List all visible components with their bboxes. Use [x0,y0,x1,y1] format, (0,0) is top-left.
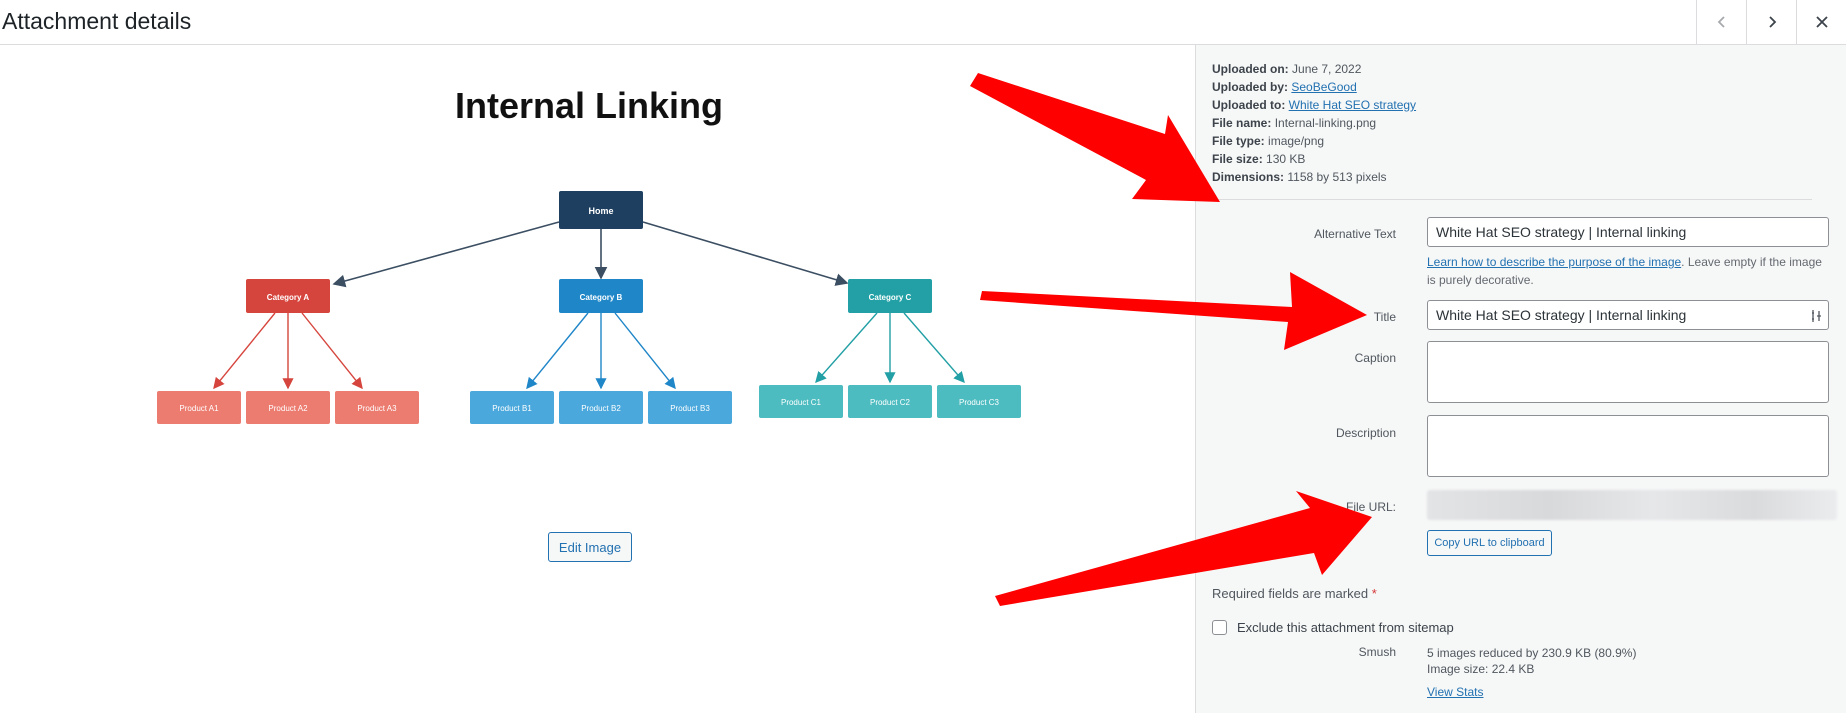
description-label: Description [1335,426,1396,440]
smush-label: Smush [1358,645,1396,659]
diagram-title: Internal Linking [455,85,723,126]
uploaded-by-link[interactable]: SeoBeGood [1291,80,1357,94]
svg-text:Product C2: Product C2 [870,398,911,407]
svg-text:Category A: Category A [267,293,310,302]
svg-text:Product B3: Product B3 [670,404,710,413]
smush-stats: 5 images reduced by 230.9 KB (80.9%) Ima… [1427,646,1637,676]
previous-button[interactable] [1696,0,1747,44]
image-preview: Internal Linking Home Category A Product… [0,45,1195,713]
edge-c-c3 [903,312,965,384]
text-options-icon[interactable] [1810,309,1824,323]
node-product-c2: Product C2 [848,385,932,418]
edge-home-category-c [642,221,849,286]
node-product-b1: Product B1 [470,391,554,424]
svg-text:Home: Home [588,206,613,216]
svg-text:Product A2: Product A2 [268,404,308,413]
exclude-sitemap-checkbox[interactable] [1212,620,1227,635]
chevron-left-icon [1717,16,1725,28]
uploaded-by: Uploaded by: SeoBeGood [1212,80,1357,94]
file-url-field[interactable] [1427,490,1837,520]
divider [1212,199,1812,200]
svg-text:Product A1: Product A1 [179,404,219,413]
modal-title: Attachment details [2,8,192,34]
copy-url-button[interactable]: Copy URL to clipboard [1427,530,1552,556]
dimensions: Dimensions: 1158 by 513 pixels [1212,170,1387,184]
node-category-a: Category A [246,279,330,313]
svg-text:Product B1: Product B1 [492,404,532,413]
caption-label: Caption [1354,351,1396,365]
title-input[interactable]: White Hat SEO strategy | Internal linkin… [1427,300,1829,330]
node-product-a1: Product A1 [157,391,241,424]
file-type: File type: image/png [1212,134,1325,148]
node-product-b2: Product B2 [559,391,643,424]
title-label: Title [1373,310,1396,324]
node-product-b3: Product B3 [648,391,732,424]
node-category-b: Category B [559,279,643,313]
description-textarea[interactable] [1427,415,1829,477]
uploaded-on: Uploaded on: June 7, 2022 [1212,62,1362,76]
chevron-right-icon [1769,16,1777,28]
exclude-sitemap-row: Exclude this attachment from sitemap [1212,620,1454,635]
caption-textarea[interactable] [1427,341,1829,403]
svg-text:Product C3: Product C3 [959,398,1000,407]
alt-text-input[interactable]: White Hat SEO strategy | Internal linkin… [1427,217,1829,247]
modal-header: Attachment details [0,0,1846,45]
internal-linking-diagram: Internal Linking Home Category A Product… [157,85,1021,424]
edge-c-c1 [815,312,878,384]
edge-home-category-a [332,221,560,288]
edge-b-b3 [614,312,676,390]
edge-a-a3 [301,312,363,390]
attachment-sidebar: Uploaded on: June 7, 2022 Uploaded by: S… [1195,45,1846,713]
node-home: Home [559,191,643,229]
file-url-label: File URL: [1345,500,1396,514]
close-icon [1816,16,1828,28]
next-button[interactable] [1746,0,1797,44]
svg-text:Product A3: Product A3 [357,404,397,413]
alt-text-label: Alternative Text [1314,227,1396,241]
alt-help-link[interactable]: Learn how to describe the purpose of the… [1427,255,1682,269]
node-category-c: Category C [848,279,932,313]
close-button[interactable] [1796,0,1846,44]
title-value: White Hat SEO strategy | Internal linkin… [1436,307,1687,323]
edge-b-b1 [526,312,589,390]
uploaded-to: Uploaded to: White Hat SEO strategy [1212,98,1417,112]
node-product-a2: Product A2 [246,391,330,424]
edit-image-button[interactable]: Edit Image [548,532,632,562]
attachment-info: Uploaded on: June 7, 2022 Uploaded by: S… [1212,60,1416,186]
file-name: File name: Internal-linking.png [1212,116,1377,130]
alt-text-help: Learn how to describe the purpose of the… [1427,255,1822,287]
node-product-a3: Product A3 [335,391,419,424]
svg-text:Product B2: Product B2 [581,404,621,413]
edge-a-a1 [213,312,276,390]
uploaded-to-link[interactable]: White Hat SEO strategy [1288,98,1417,112]
node-product-c3: Product C3 [937,385,1021,418]
node-product-c1: Product C1 [759,385,843,418]
exclude-sitemap-label[interactable]: Exclude this attachment from sitemap [1237,620,1454,635]
view-stats-link[interactable]: View Stats [1427,685,1484,699]
svg-text:Category B: Category B [580,293,623,302]
file-size: File size: 130 KB [1212,152,1306,166]
svg-text:Category C: Category C [869,293,912,302]
required-fields-note: Required fields are marked * [1212,586,1377,601]
svg-text:Product C1: Product C1 [781,398,822,407]
